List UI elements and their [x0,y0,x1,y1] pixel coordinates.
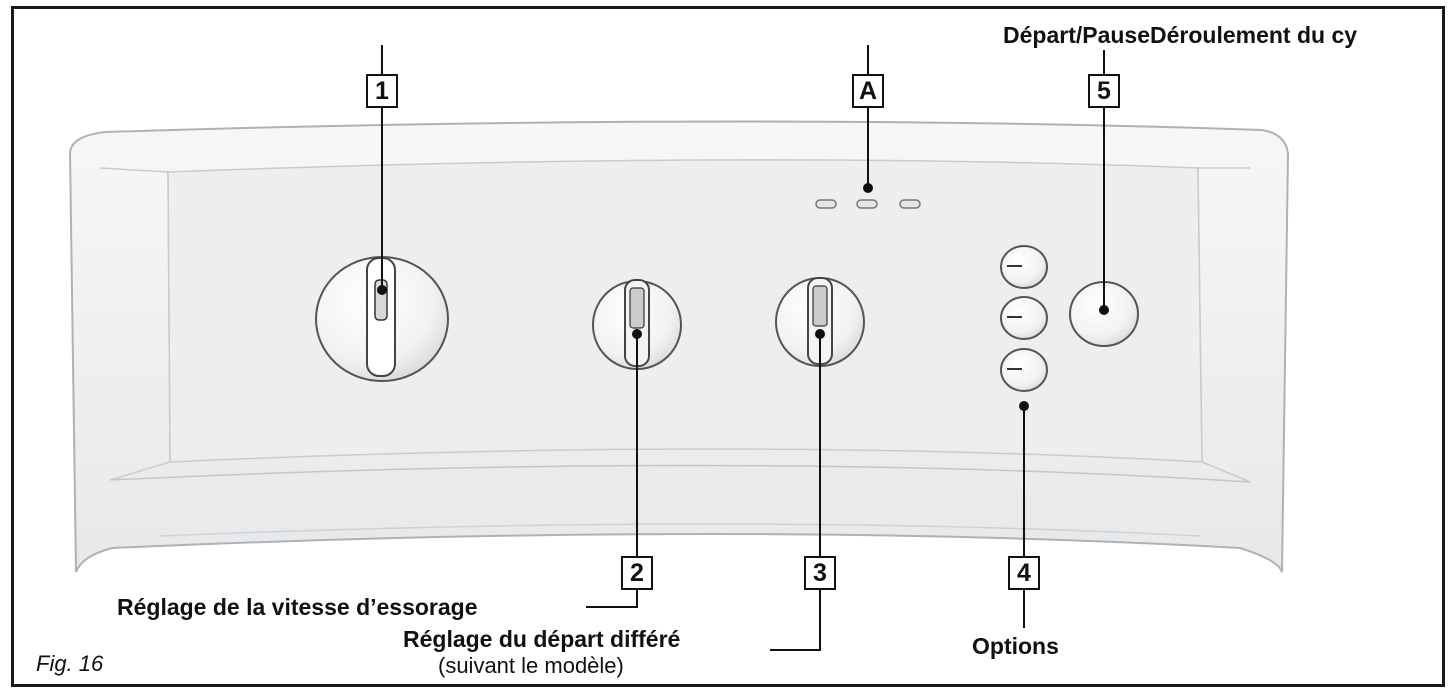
callout-4: 4 [1008,556,1040,590]
callout-a: A [852,74,884,108]
spin-speed-label: Réglage de la vitesse d’essorage [117,594,478,620]
start-pause-label: Départ/PauseDéroulement du cy [1003,22,1358,48]
spin-speed-knob[interactable] [592,279,682,370]
panel-lip-lower [159,523,1201,537]
callout-3: 3 [804,556,836,590]
figure-frame [11,6,1445,687]
figure-caption: Fig. 16 [36,651,104,676]
indicator-lights [815,199,921,209]
panel-lip [109,464,1251,483]
callout-5: 5 [1088,74,1120,108]
delayed-start-label: Réglage du départ différé [403,626,681,652]
callout-1: 1 [366,74,398,108]
panel-left-bevel [99,167,171,481]
leader-lines [381,45,1105,651]
option-buttons[interactable] [1000,245,1048,392]
options-label: Options [972,633,1059,659]
leader-dots [377,183,1109,411]
delayed-start-note: (suivant le modèle) [438,653,624,678]
callout-2: 2 [621,556,653,590]
panel-right-bevel [1197,167,1251,483]
delayed-start-knob[interactable] [775,277,865,367]
